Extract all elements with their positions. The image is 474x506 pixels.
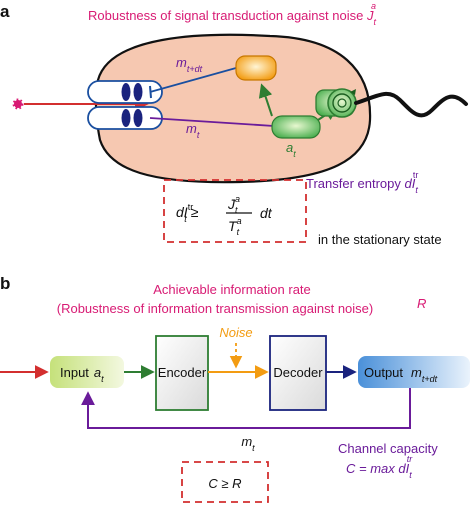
inhibition-line-bottom xyxy=(149,117,275,127)
svg-text:dt: dt xyxy=(260,205,273,221)
activation-arrow-up xyxy=(258,83,273,117)
inhibition-bar-top xyxy=(149,85,152,99)
panel-a-label: a xyxy=(0,2,10,21)
orange-protein xyxy=(235,55,277,81)
m-bottom-label: mt xyxy=(186,121,200,140)
stationary-state-label: in the stationary state xyxy=(318,232,442,247)
panel-a-title: Robustness of signal transduction agains… xyxy=(88,1,376,27)
panel-b-title-line1: Achievable information rate xyxy=(153,282,311,297)
ligand-dot xyxy=(12,98,24,110)
input-box xyxy=(50,356,124,388)
a-label: at xyxy=(286,140,296,159)
encoder-box xyxy=(155,335,209,411)
channel-capacity-equation: C = max dIttr xyxy=(346,454,413,480)
encoder-label: Encoder xyxy=(158,365,207,380)
panel-b-title-symbol: R xyxy=(417,296,426,311)
transfer-entropy-label: Transfer entropy dIttr xyxy=(306,170,418,195)
svg-text:Tat: Tat xyxy=(228,216,242,237)
motor xyxy=(315,88,357,118)
m-top-label: mt+dt xyxy=(176,55,203,74)
feedback-label: mt xyxy=(241,434,255,453)
equation-box xyxy=(163,179,307,243)
panel-b-title-line2: (Robustness of information transmission … xyxy=(57,301,373,316)
noise-label: Noise xyxy=(219,325,252,340)
panel-b-label: b xyxy=(0,274,10,293)
flagellum xyxy=(354,91,468,118)
inequality-box xyxy=(181,461,269,503)
channel-capacity-label: Channel capacity xyxy=(338,441,438,456)
inhibition-line-top xyxy=(149,67,237,93)
decoder-label: Decoder xyxy=(273,365,323,380)
svg-text:Jat: Jat xyxy=(227,194,240,215)
feedback-arrow xyxy=(81,388,411,429)
inequality-label: C ≥ R xyxy=(208,476,241,491)
green-protein xyxy=(271,115,321,139)
cell-body xyxy=(94,33,372,184)
output-box xyxy=(358,356,470,388)
receptor xyxy=(87,80,163,130)
